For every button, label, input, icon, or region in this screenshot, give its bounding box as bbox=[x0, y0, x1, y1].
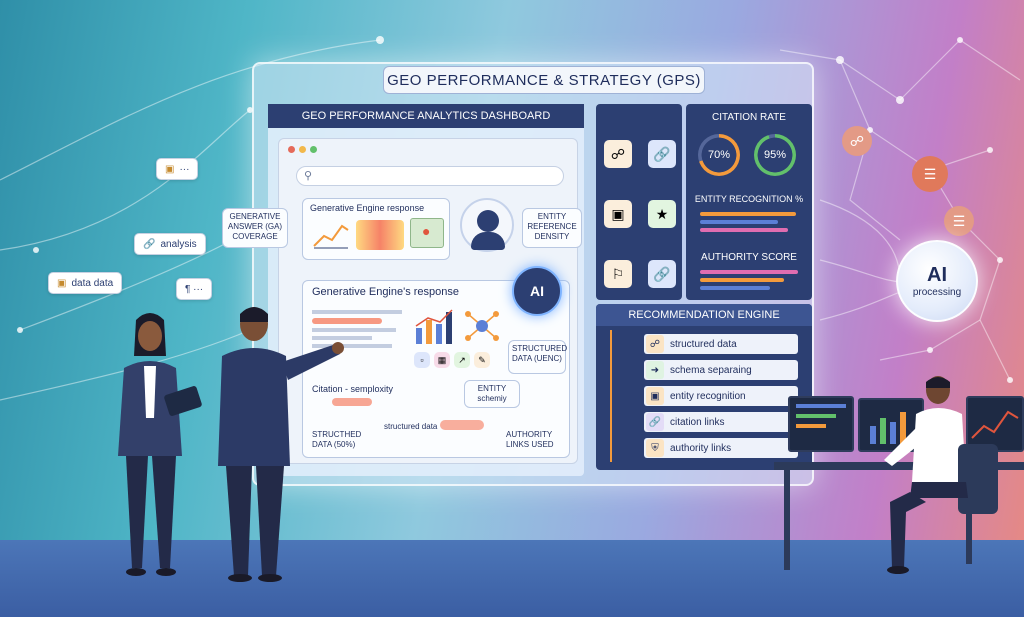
chain-link-icon[interactable]: 🔗 bbox=[648, 260, 676, 288]
chart-icon: ↗ bbox=[454, 352, 470, 368]
bar-chart-icon bbox=[412, 306, 456, 346]
authority-bar-2 bbox=[700, 278, 784, 282]
citation-rate-a-value: 70% bbox=[707, 149, 731, 161]
authority-bar-3 bbox=[700, 286, 770, 290]
shield-icon: ⛨ bbox=[646, 439, 664, 457]
callout-entity-density: ENTITY REFERENCE DENSITY bbox=[522, 208, 582, 248]
chip-analysis: 🔗 analysis bbox=[134, 233, 206, 255]
rec-item-label: entity recognition bbox=[670, 390, 746, 402]
ai-orb-subtitle: processing bbox=[912, 287, 962, 298]
network-node-icon bbox=[462, 308, 502, 344]
rec-item-label: schema separaing bbox=[670, 364, 752, 376]
cube-icon: ▣ bbox=[646, 387, 664, 405]
badge-icon[interactable]: ⚐ bbox=[604, 260, 632, 288]
rec-item-structured-data[interactable]: ☍ structured data bbox=[644, 334, 798, 354]
map-pin-icon: ● bbox=[410, 218, 444, 248]
callout-structhed: STRUCTHED DATA (50%) bbox=[312, 430, 362, 449]
analytics-node-icon: ☍ bbox=[842, 126, 872, 156]
dashboard-title: GEO PERFORMANCE ANALYTICS DASHBOARD bbox=[268, 104, 584, 128]
structured-highlight bbox=[440, 420, 484, 430]
brain-icon: AI bbox=[530, 283, 544, 299]
network-icon[interactable]: ☍ bbox=[604, 140, 632, 168]
rec-item-citation-links[interactable]: 🔗 citation links bbox=[644, 412, 798, 432]
cube-icon: ▣ bbox=[165, 163, 175, 175]
callout-structured-small: structured data bbox=[384, 422, 438, 431]
callout-ga-coverage: GENERATIVE ANSWER (GA) COVERAGE bbox=[222, 208, 288, 248]
ai-processing-orb: AI processing bbox=[896, 240, 978, 322]
entity-bar-3 bbox=[700, 228, 788, 232]
network-icon: ☍ bbox=[646, 335, 664, 353]
cube-icon: ▣ bbox=[57, 277, 67, 289]
desk-leg bbox=[784, 470, 790, 570]
rec-item-entity-recognition[interactable]: ▣ entity recognition bbox=[644, 386, 798, 406]
citation-highlight bbox=[332, 398, 372, 406]
woman-with-tablet bbox=[104, 306, 204, 580]
cube-icon[interactable]: ▣ bbox=[604, 200, 632, 228]
citation-rate-title: CITATION RATE bbox=[712, 112, 786, 123]
recommendation-title: RECOMMENDATION ENGINE bbox=[596, 304, 812, 326]
rec-item-schema[interactable]: ➜ schema separaing bbox=[644, 360, 798, 380]
chip-data: ▣ data data bbox=[48, 272, 123, 294]
avatar bbox=[460, 198, 514, 252]
citation-rate-ring-b: 95% bbox=[754, 134, 796, 176]
window-dot-green bbox=[310, 146, 317, 153]
monitor-right bbox=[966, 396, 1024, 452]
response-detail-title: Generative Engine's response bbox=[312, 286, 460, 298]
rec-item-label: structured data bbox=[670, 338, 737, 350]
callout-authority-links: AUTHORITY LINKS USED bbox=[506, 430, 554, 449]
callout-citation: Citation - semploxity bbox=[312, 384, 394, 394]
link-icon: 🔗 bbox=[646, 413, 664, 431]
man-pointing bbox=[206, 296, 346, 584]
rec-item-label: citation links bbox=[670, 416, 725, 428]
window-dot-red bbox=[288, 146, 295, 153]
seated-analyst bbox=[880, 372, 1000, 576]
response-card-title: Generative Engine response bbox=[310, 203, 425, 213]
desk bbox=[774, 462, 1024, 470]
entity-recognition-title: ENTITY RECOGNITION % bbox=[694, 194, 804, 204]
list-node-icon: ☰ bbox=[912, 156, 948, 192]
arrow-icon: ➜ bbox=[646, 361, 664, 379]
heatmap-block bbox=[356, 220, 404, 250]
chip-dots: ▣ ··· bbox=[156, 158, 199, 180]
search-input[interactable]: ⚲ bbox=[296, 166, 564, 186]
link-icon: 🔗 bbox=[143, 238, 156, 250]
link-icon[interactable]: 🔗 bbox=[648, 140, 676, 168]
small-icon-row: ▫ ▦ ↗ ✎ bbox=[414, 352, 490, 368]
search-icon: ⚲ bbox=[304, 170, 313, 182]
chip-paragraph: ¶ ··· bbox=[176, 278, 213, 300]
edit-icon: ✎ bbox=[474, 352, 490, 368]
entity-bar-1 bbox=[700, 212, 796, 216]
rec-item-label: authority links bbox=[670, 442, 732, 454]
ai-chip: AI bbox=[512, 266, 562, 316]
shield-icon[interactable]: ★ bbox=[648, 200, 676, 228]
doc-icon: ▫ bbox=[414, 352, 430, 368]
page-title: GEO PERFORMANCE & STRATEGY (GPS) bbox=[383, 66, 705, 94]
citation-rate-ring-a: 70% bbox=[698, 134, 740, 176]
callout-structured-uenc: STRUCTURED DATA (UENC) bbox=[508, 340, 567, 374]
entity-bar-2 bbox=[700, 220, 778, 224]
window-dot-yellow bbox=[299, 146, 306, 153]
monitor-left bbox=[788, 396, 854, 452]
callout-entity-schema: ENTITY schemiy bbox=[464, 380, 520, 408]
authority-score-title: AUTHORITY SCORE bbox=[701, 252, 797, 263]
list-node-icon-small: ☰ bbox=[944, 206, 974, 236]
grid-icon: ▦ bbox=[434, 352, 450, 368]
authority-bar-1 bbox=[700, 270, 798, 274]
citation-rate-b-value: 95% bbox=[763, 149, 787, 161]
rec-item-authority-links[interactable]: ⛨ authority links bbox=[644, 438, 798, 458]
ai-orb-title: AI bbox=[927, 264, 947, 286]
line-chart-icon bbox=[312, 218, 350, 250]
text-lines bbox=[312, 306, 404, 366]
recommendation-connector bbox=[610, 330, 640, 462]
